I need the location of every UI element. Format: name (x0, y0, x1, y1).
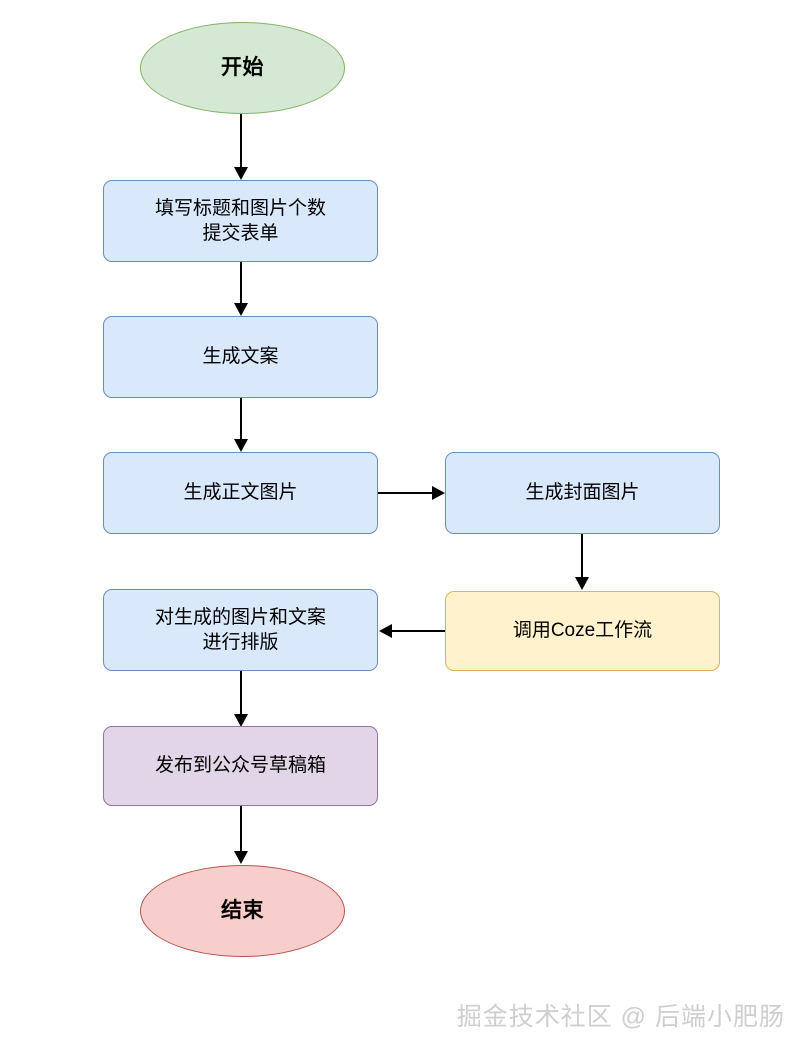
edge-generate-cover-image-to-call-coze-workflow (581, 534, 583, 578)
edge-start-to-fill-form (240, 113, 242, 169)
edge-generate-copy-to-generate-body-images (240, 398, 242, 440)
arrowhead-generate-cover-image-to-call-coze-workflow (575, 577, 589, 590)
watermark-text: 掘金技术社区 @ 后端小肥肠 (456, 1003, 785, 1031)
node-call-coze-workflow[interactable]: 调用Coze工作流 (445, 591, 720, 671)
edge-call-coze-workflow-to-layout-content (391, 630, 446, 632)
arrowhead-generate-copy-to-generate-body-images (234, 439, 248, 452)
arrowhead-generate-body-images-to-generate-cover-image (432, 486, 445, 500)
arrowhead-publish-draft-to-end (234, 851, 248, 864)
node-generate-copy[interactable]: 生成文案 (103, 316, 378, 398)
node-end[interactable]: 结束 (140, 865, 345, 957)
edge-fill-form-to-generate-copy (240, 262, 242, 304)
arrowhead-start-to-fill-form (234, 167, 248, 180)
node-start[interactable]: 开始 (140, 22, 345, 114)
arrowhead-call-coze-workflow-to-layout-content (379, 624, 392, 638)
edge-publish-draft-to-end (240, 806, 242, 852)
node-generate-cover-image[interactable]: 生成封面图片 (445, 452, 720, 534)
arrowhead-fill-form-to-generate-copy (234, 303, 248, 316)
node-generate-body-images[interactable]: 生成正文图片 (103, 452, 378, 534)
node-layout-content[interactable]: 对生成的图片和文案 进行排版 (103, 589, 378, 671)
node-publish-draft[interactable]: 发布到公众号草稿箱 (103, 726, 378, 806)
node-fill-form[interactable]: 填写标题和图片个数 提交表单 (103, 180, 378, 262)
arrowhead-layout-content-to-publish-draft (234, 714, 248, 727)
edge-layout-content-to-publish-draft (240, 671, 242, 715)
edge-generate-body-images-to-generate-cover-image (378, 492, 435, 494)
